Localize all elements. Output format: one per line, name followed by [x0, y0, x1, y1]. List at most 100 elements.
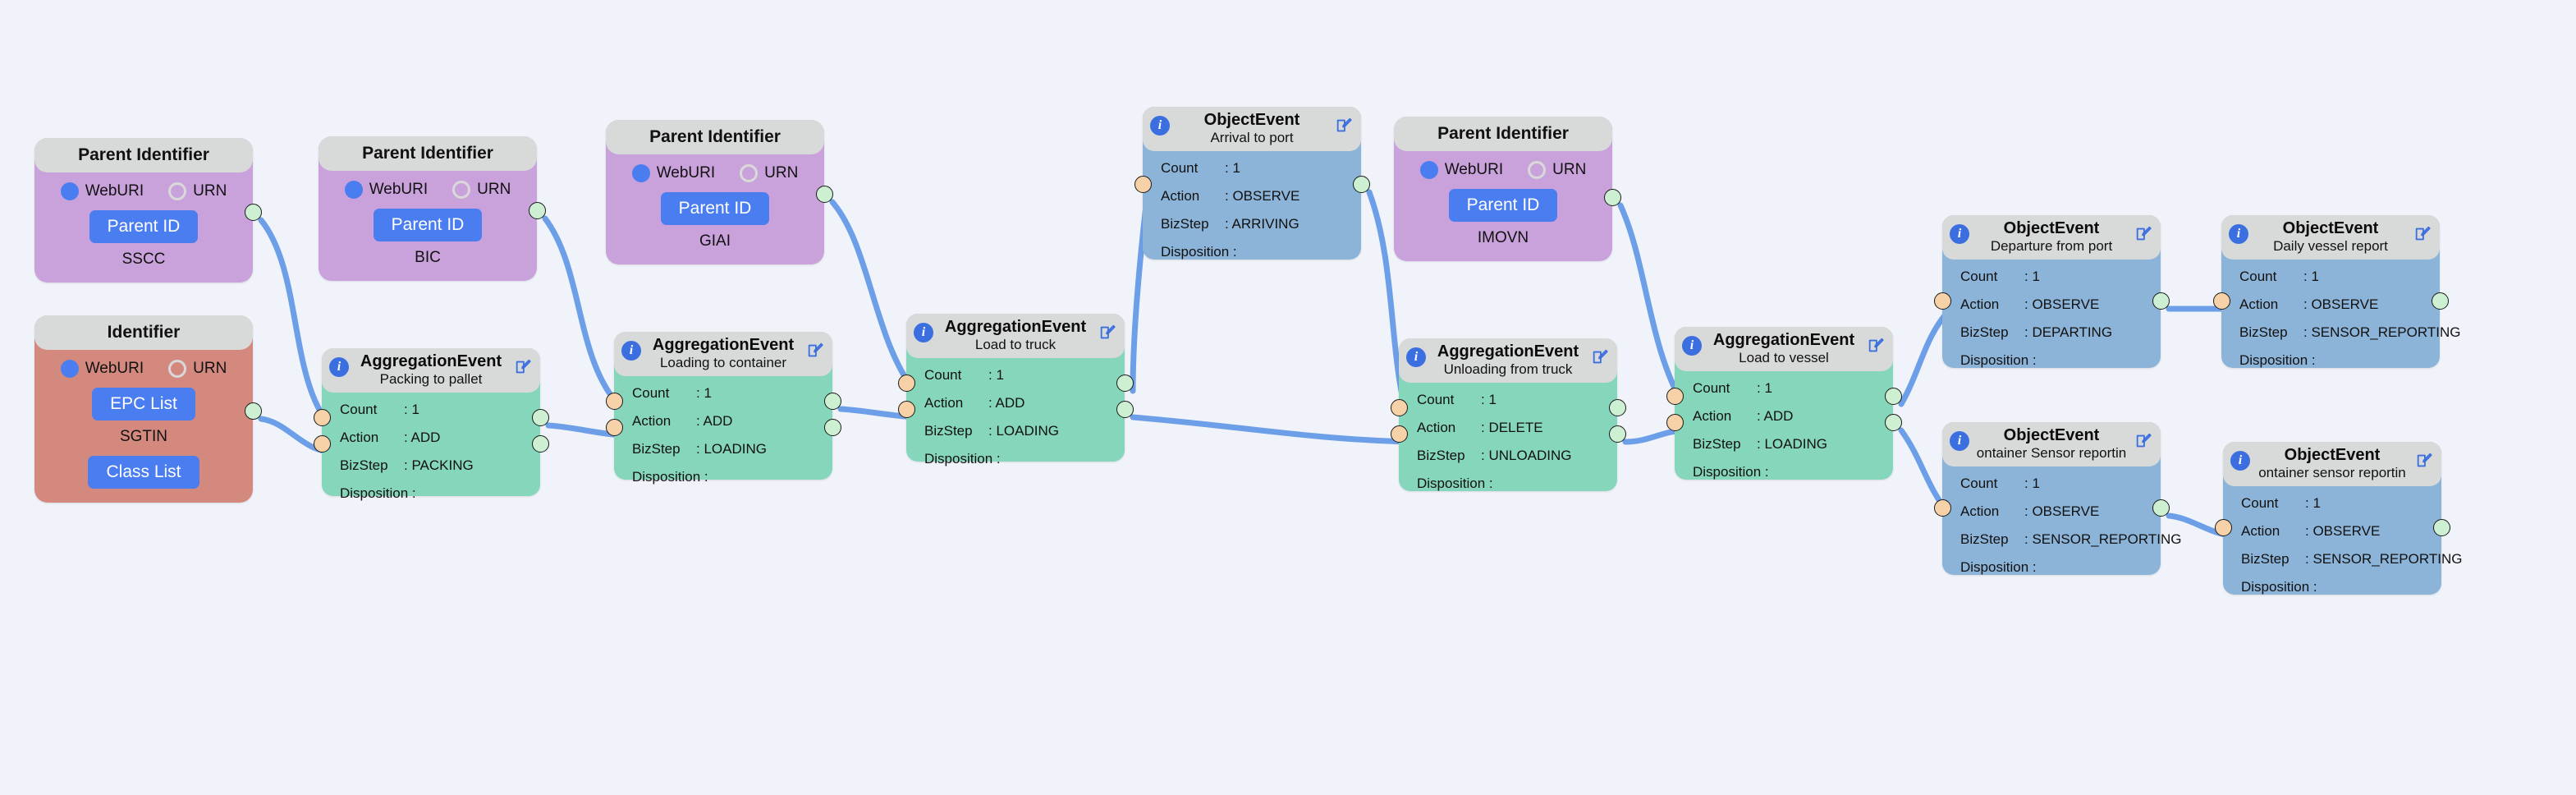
radio-weburi-icon[interactable] [631, 164, 650, 182]
event-field-disposition: Disposition : [1417, 476, 1617, 490]
connection-handle-target[interactable] [2215, 519, 2232, 536]
connection-handle-source[interactable] [2152, 499, 2170, 517]
radio-urn-icon[interactable] [740, 164, 759, 182]
event-field-count-value: : 1 [1757, 380, 1772, 396]
edit-icon[interactable] [1098, 324, 1116, 342]
connection-handle-source[interactable] [1604, 189, 1621, 206]
connection-handle-source[interactable] [824, 393, 841, 410]
connection-handle-target[interactable] [1666, 388, 1684, 405]
info-icon[interactable]: i [2229, 224, 2248, 244]
info-icon[interactable]: i [329, 357, 349, 377]
connection-handle-source[interactable] [245, 402, 262, 420]
connection-handle-source[interactable] [529, 202, 546, 219]
connection-handle-target[interactable] [606, 419, 623, 436]
identifier-primary-button[interactable]: Parent ID [660, 192, 770, 225]
connection-handle-source[interactable] [816, 186, 833, 203]
connection-handle-source[interactable] [1885, 414, 1902, 431]
radio-urn-icon[interactable] [168, 360, 187, 378]
info-icon[interactable]: i [1150, 116, 1170, 136]
edit-icon[interactable] [1335, 117, 1353, 135]
connection-handle-target[interactable] [606, 393, 623, 410]
connection-handle-source[interactable] [1353, 176, 1370, 193]
radio-urn-icon[interactable] [452, 181, 471, 199]
edit-icon[interactable] [2134, 432, 2152, 450]
identifier-primary-button[interactable]: Parent ID [1448, 189, 1558, 222]
connection-handle-source[interactable] [824, 419, 841, 436]
info-icon[interactable]: i [2230, 451, 2250, 471]
radio-weburi-icon[interactable] [60, 182, 79, 200]
connection-handle-source[interactable] [1609, 399, 1626, 416]
edit-icon[interactable] [2134, 225, 2152, 243]
connection-handle-target[interactable] [314, 435, 331, 453]
connection-handle-source[interactable] [1609, 425, 1626, 443]
connection-handle-target[interactable] [314, 409, 331, 426]
connection-handle-target[interactable] [1134, 176, 1152, 193]
connection-handle-source[interactable] [532, 409, 549, 426]
edit-icon[interactable] [2413, 225, 2432, 243]
radio-weburi-icon[interactable] [344, 181, 363, 199]
info-icon[interactable]: i [1950, 224, 1969, 244]
connection-handle-source[interactable] [1885, 388, 1902, 405]
info-icon[interactable]: i [621, 341, 641, 361]
info-icon[interactable]: i [1406, 347, 1426, 367]
info-icon[interactable]: i [914, 323, 933, 342]
connection-handle-target[interactable] [1934, 292, 1951, 310]
identifier-node-header: Parent Identifier [1394, 117, 1612, 151]
connection-handle-target[interactable] [1391, 399, 1408, 416]
radio-urn-icon[interactable] [168, 182, 187, 200]
edit-icon[interactable] [1591, 348, 1609, 366]
connection-handle-source[interactable] [245, 204, 262, 221]
connection-handle-source[interactable] [532, 435, 549, 453]
flow-edge[interactable] [829, 199, 918, 394]
connection-handle-target[interactable] [898, 375, 915, 392]
edit-icon[interactable] [514, 358, 532, 376]
connection-handle-source[interactable] [1116, 375, 1134, 392]
connection-handle-target[interactable] [1391, 425, 1408, 443]
connection-handle-target[interactable] [1666, 414, 1684, 431]
event-field-count: Count: 1 [1960, 269, 2161, 283]
radio-weburi-icon[interactable] [1419, 161, 1438, 179]
identifier-primary-button[interactable]: Parent ID [373, 209, 483, 241]
identifier-secondary-button[interactable]: Class List [88, 456, 199, 489]
info-icon[interactable]: i [1682, 336, 1702, 356]
radio-urn-icon[interactable] [1528, 161, 1547, 179]
identifier-primary-button[interactable]: EPC List [92, 388, 195, 420]
edit-icon[interactable] [1867, 337, 1885, 355]
info-icon[interactable]: i [1950, 431, 1969, 451]
flow-edge[interactable] [1130, 414, 1410, 445]
flow-edge[interactable] [1617, 202, 1686, 407]
connection-handle-target[interactable] [898, 401, 915, 418]
identifier-primary-button[interactable]: Parent ID [89, 210, 199, 243]
connection-handle-source[interactable] [2432, 292, 2449, 310]
connection-handle-source[interactable] [2433, 519, 2450, 536]
connection-handle-target[interactable] [2213, 292, 2230, 310]
edit-icon[interactable] [2415, 452, 2433, 470]
connection-handle-target[interactable] [1934, 499, 1951, 517]
connection-handle-source[interactable] [2152, 292, 2170, 310]
edit-icon[interactable] [806, 342, 824, 360]
connection-handle-source[interactable] [1116, 401, 1134, 418]
radio-weburi-icon[interactable] [60, 360, 79, 378]
